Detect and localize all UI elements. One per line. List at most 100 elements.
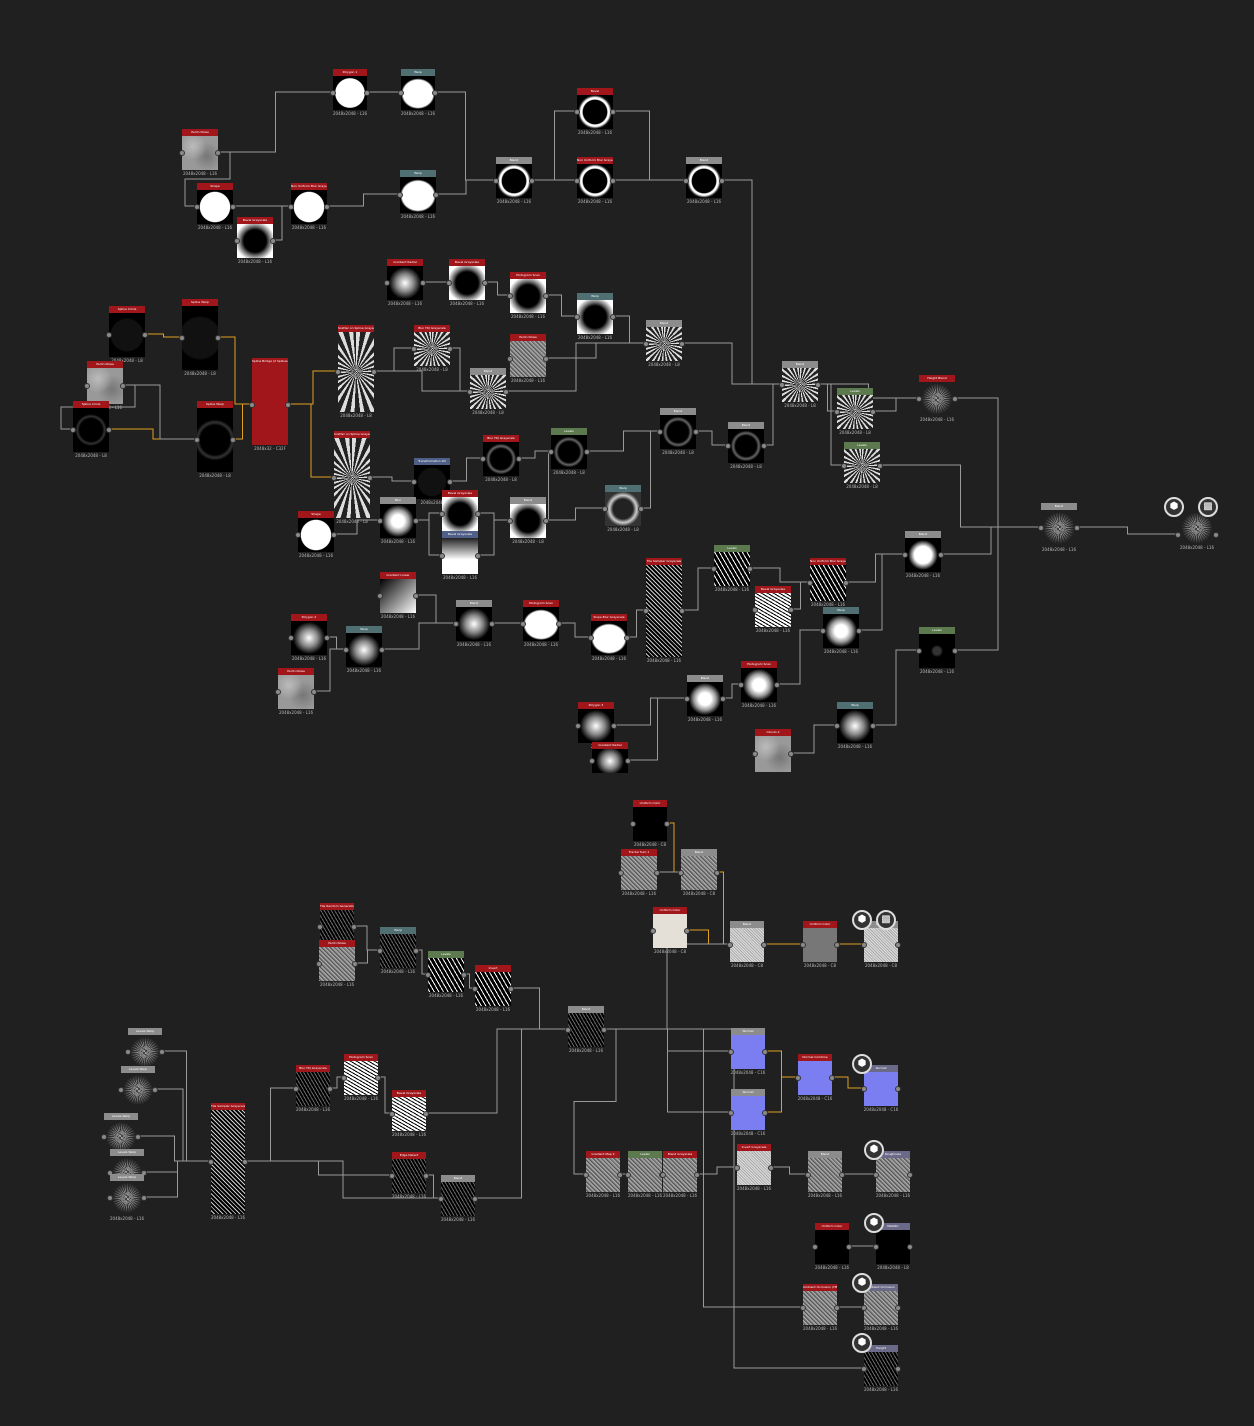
input-port[interactable] [194,437,200,443]
output-port[interactable] [508,986,514,992]
output-port[interactable] [324,204,330,210]
output-port[interactable] [475,553,481,559]
cube-icon[interactable]: ⬢ [864,1213,884,1233]
input-port[interactable] [916,396,922,402]
output-port[interactable] [895,1086,901,1092]
output-port[interactable] [679,608,685,614]
input-port[interactable] [728,1110,734,1116]
input-port[interactable] [902,552,908,558]
input-port[interactable] [507,518,513,524]
output-port[interactable] [638,506,644,512]
input-port[interactable] [861,1366,867,1372]
input-port[interactable] [602,506,608,512]
wire[interactable] [752,567,808,583]
wire[interactable] [290,370,336,405]
wire[interactable] [684,342,780,385]
input-port[interactable] [734,1165,740,1171]
wire[interactable] [684,567,712,611]
output-port[interactable] [762,1110,768,1116]
cube-icon[interactable]: ⬢ [852,910,872,930]
input-port[interactable] [752,607,758,613]
input-port[interactable] [125,1049,131,1055]
output-port[interactable] [141,1195,147,1201]
wire[interactable] [437,91,494,181]
input-port[interactable] [678,870,684,876]
output-port[interactable] [543,356,549,362]
wire[interactable] [428,1174,439,1199]
output-port[interactable] [556,621,562,627]
wire[interactable] [384,622,454,650]
output-port[interactable] [761,942,767,948]
output-port[interactable] [327,1086,333,1092]
input-port[interactable] [565,1027,571,1033]
node-n61[interactable]: Gradient Radial [589,742,631,773]
wire[interactable] [689,929,728,945]
output-port[interactable] [611,723,617,729]
input-port[interactable] [618,870,624,876]
wire[interactable] [793,724,835,754]
wire[interactable] [487,281,508,296]
input-port[interactable] [800,1305,806,1311]
output-port[interactable] [352,961,358,967]
output-port[interactable] [907,1172,913,1178]
wire[interactable] [380,1076,390,1114]
input-port[interactable] [330,90,336,96]
output-port[interactable] [1074,525,1080,531]
output-port[interactable] [413,948,419,954]
input-port[interactable] [711,566,717,572]
wire[interactable] [861,553,903,631]
output-port[interactable] [654,870,660,876]
output-port[interactable] [714,870,720,876]
input-port[interactable] [439,511,445,517]
output-port[interactable] [625,758,631,764]
input-port[interactable] [493,178,499,184]
output-port[interactable] [489,621,495,627]
input-port[interactable] [106,332,112,338]
wire[interactable] [111,428,195,440]
wire[interactable] [875,649,917,726]
output-port[interactable] [516,456,522,462]
input-port[interactable] [208,1159,214,1165]
input-port[interactable] [425,972,431,978]
input-port[interactable] [317,924,323,930]
wire[interactable] [548,294,575,317]
input-port[interactable] [861,1086,867,1092]
input-port[interactable] [275,689,281,695]
wire[interactable] [146,1160,209,1198]
wire[interactable] [428,1028,566,1114]
output-port[interactable] [839,1172,845,1178]
output-port[interactable] [230,437,236,443]
wire[interactable] [418,519,440,556]
input-port[interactable] [795,1075,801,1081]
wire[interactable] [247,1160,390,1176]
wire[interactable] [630,697,685,761]
output-port[interactable] [375,1075,381,1081]
input-port[interactable] [1175,532,1181,538]
output-port[interactable] [952,396,958,402]
output-port[interactable] [870,409,876,415]
wire[interactable] [140,1135,209,1162]
output-port[interactable] [543,293,549,299]
wire[interactable] [376,370,468,392]
wire[interactable] [247,1087,294,1162]
input-port[interactable] [752,751,758,757]
input-port[interactable] [411,346,417,352]
